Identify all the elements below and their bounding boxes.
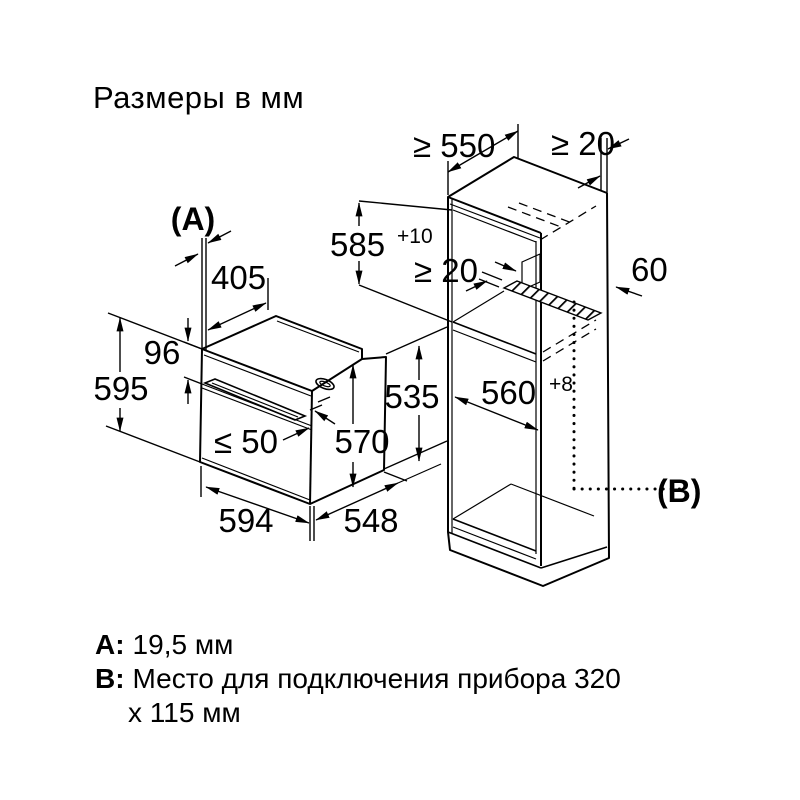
dim-oven-body-depth-label: 548: [343, 502, 398, 539]
legend-a-value: 19,5 мм: [132, 629, 234, 660]
dim-oven-panel-height-label: 96: [144, 334, 181, 371]
cabinet-dimensions: [355, 124, 688, 491]
dim-niche-width-label: 560: [481, 374, 536, 411]
dim-rear-vent-label: 60: [631, 251, 668, 288]
legend: A:19,5 мм B:Место для подключения прибор…: [95, 628, 715, 730]
dim-oven-width-label: 594: [218, 502, 273, 539]
dim-b-marker-label: (B): [657, 473, 701, 509]
dim-cabinet-min-depth-label: ≥ 550: [413, 127, 495, 164]
legend-a-key: A:: [95, 629, 125, 660]
oven-handle: [202, 378, 308, 421]
dim-a-marker-label: (A): [171, 201, 215, 237]
dim-niche-height-label: 585: [330, 226, 385, 263]
dim-cabinet-top-rear-gap-label: ≥ 20: [551, 125, 615, 162]
legend-row-b-cont: x 115 мм: [95, 696, 715, 730]
oven-dimensions: [105, 230, 448, 541]
dim-niche-width-tolerance-label: +8: [549, 373, 573, 396]
legend-row-b: B:Место для подключения прибора 320: [95, 662, 715, 696]
dim-vent-slot-label: ≥ 20: [414, 252, 478, 289]
cabinet-drawing: [447, 156, 610, 587]
page-title: Размеры в мм: [93, 80, 305, 115]
dim-oven-door-height-label: 570: [334, 423, 389, 460]
oven-drawing: [199, 315, 387, 505]
dim-oven-top-depth-label: 405: [211, 259, 266, 296]
dim-oven-body-height-label: 535: [384, 378, 439, 415]
dim-oven-handle-depth-label: ≤ 50: [214, 423, 278, 460]
legend-b-key: B:: [95, 663, 125, 694]
legend-b-value: Место для подключения прибора 320: [132, 663, 621, 694]
dim-niche-height-tolerance-label: +10: [397, 225, 433, 248]
dim-oven-height-label: 595: [93, 370, 148, 407]
ventilation-cutout: [502, 280, 603, 321]
legend-b-value-cont: x 115 мм: [128, 697, 241, 728]
side-grip-slot: [315, 377, 335, 391]
legend-row-a: A:19,5 мм: [95, 628, 715, 662]
